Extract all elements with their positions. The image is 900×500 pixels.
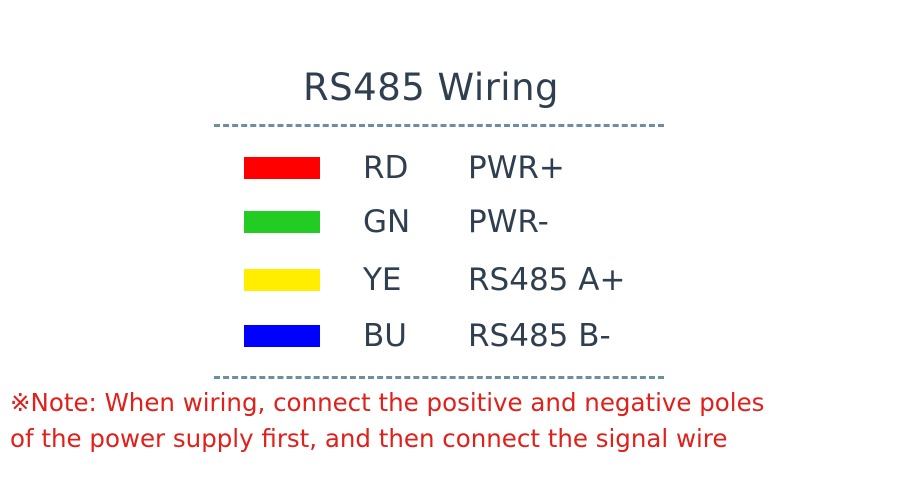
wire-code: BU — [363, 318, 407, 354]
blue-wire-swatch — [244, 325, 320, 347]
bottom-divider — [214, 376, 664, 379]
wire-function: RS485 A+ — [468, 262, 626, 298]
wire-code: RD — [363, 150, 409, 186]
green-wire-swatch — [244, 211, 320, 233]
yellow-wire-swatch — [244, 269, 320, 291]
wire-function: RS485 B- — [468, 318, 611, 354]
top-divider — [214, 124, 664, 127]
wire-row-red: RD PWR+ — [0, 150, 900, 190]
diagram-title: RS485 Wiring — [302, 66, 560, 109]
wire-row-blue: BU RS485 B- — [0, 318, 900, 358]
wire-function: PWR- — [468, 204, 549, 240]
wiring-note: ※Note: When wiring, connect the positive… — [10, 385, 890, 457]
wire-function: PWR+ — [468, 150, 565, 186]
wire-row-green: GN PWR- — [0, 204, 900, 244]
note-line-1: ※Note: When wiring, connect the positive… — [10, 388, 765, 417]
wire-code: YE — [363, 262, 402, 298]
red-wire-swatch — [244, 157, 320, 179]
note-line-2: of the power supply first, and then conn… — [10, 424, 728, 453]
wire-row-yellow: YE RS485 A+ — [0, 262, 900, 302]
wire-code: GN — [363, 204, 411, 240]
